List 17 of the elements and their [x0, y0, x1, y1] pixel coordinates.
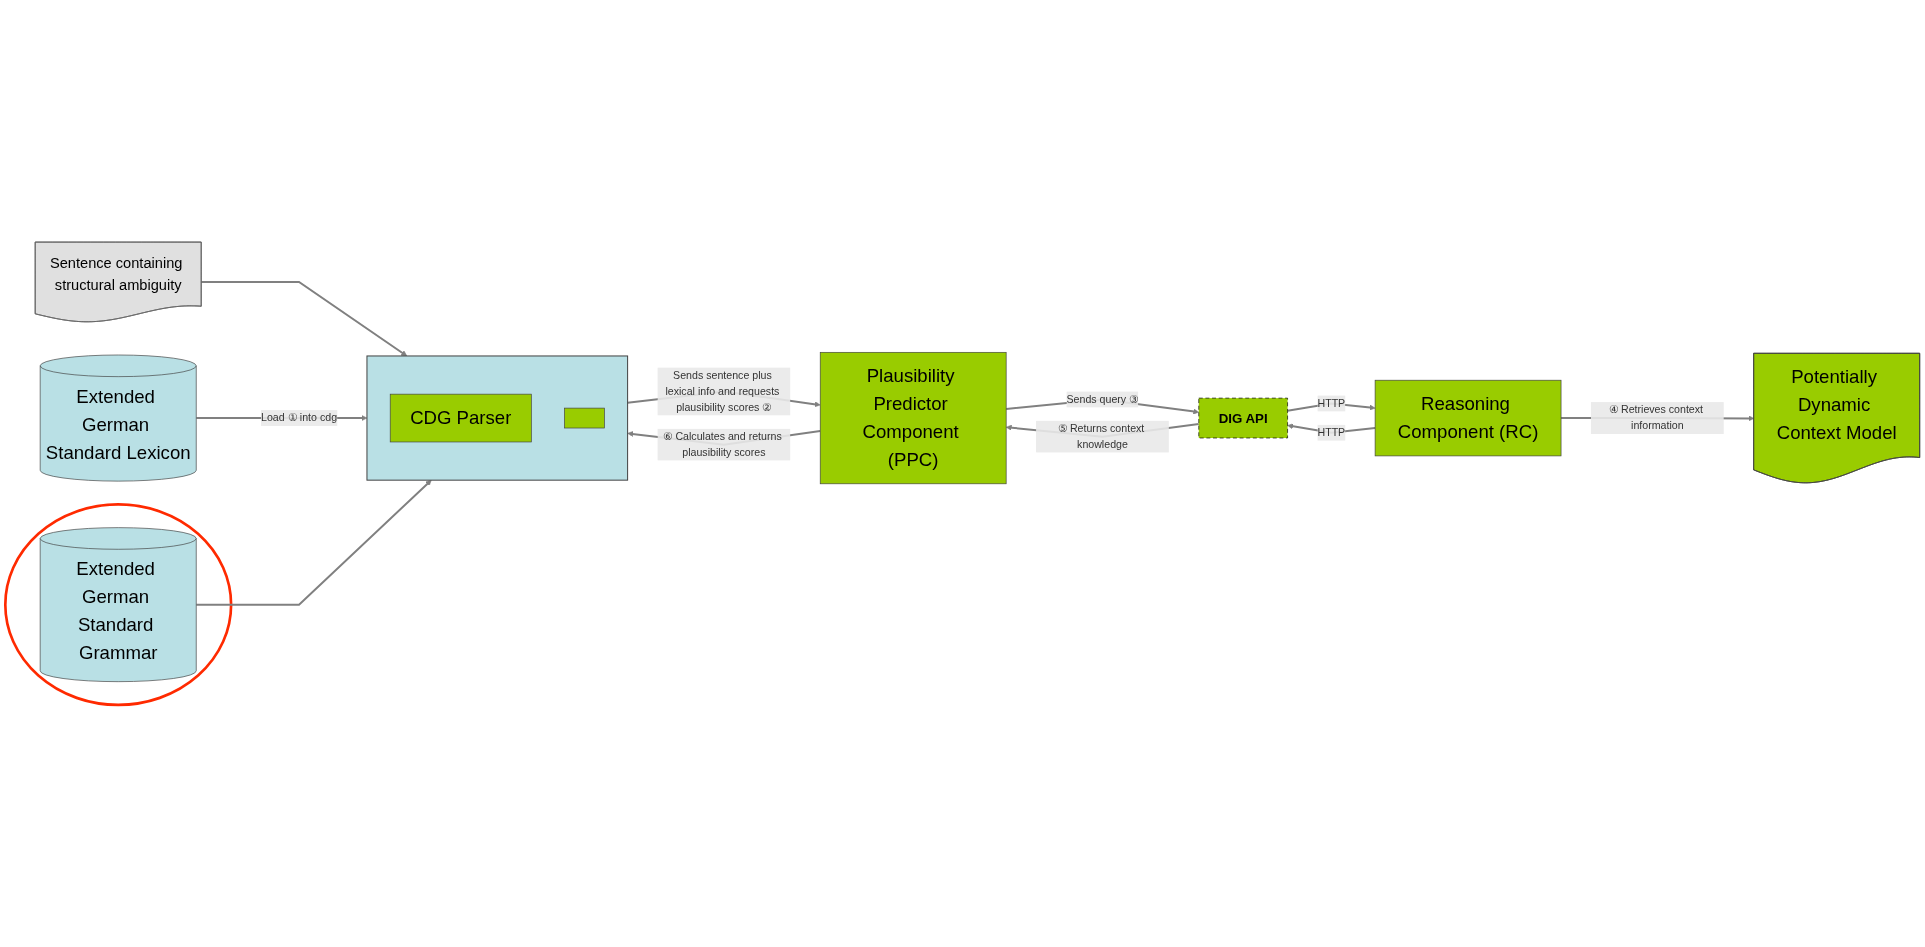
edge-label: Sends query ③	[1066, 393, 1139, 405]
node-box: Plausibility Predictor Component (PPC)	[819, 352, 1007, 485]
edge-label: ④ Retrieves context information	[1608, 404, 1704, 432]
cluster	[3, 503, 233, 707]
edge-label: Sends sentence plus lexical info and requests plausibility scores ②	[665, 369, 780, 413]
node-box: DIG API	[1198, 397, 1288, 439]
arrow	[200, 280, 408, 357]
cluster	[366, 355, 629, 481]
edge-label: ⑥ Calculates and returns plausibility scores	[663, 430, 782, 458]
edge-label: ⑤ Returns context knowledge	[1057, 422, 1145, 450]
node-box	[564, 407, 605, 429]
edge-label: HTTP	[1317, 426, 1346, 438]
arrow	[195, 479, 432, 606]
edge-label: HTTP	[1317, 397, 1346, 409]
node-box: Reasoning Component (RC)	[1374, 379, 1562, 457]
node-box: CDG Parser	[389, 393, 532, 443]
edge-label: Load ① into cdg	[261, 412, 338, 424]
